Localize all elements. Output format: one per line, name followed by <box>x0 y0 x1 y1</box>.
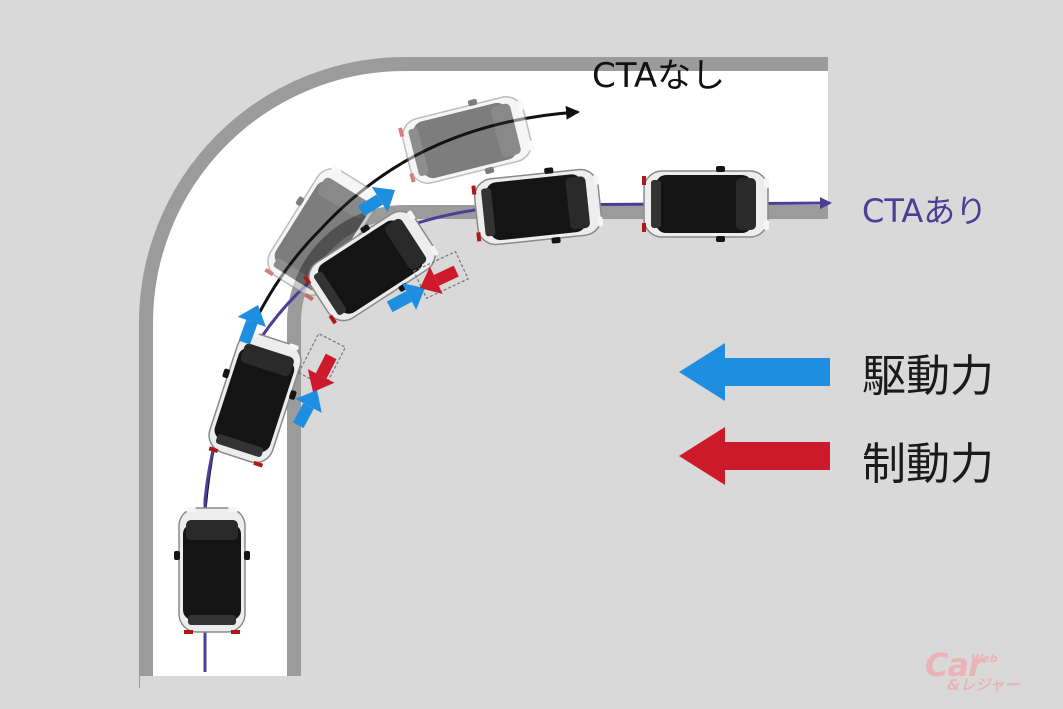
car <box>173 506 251 635</box>
cta-on-label: CTAあり <box>862 192 988 230</box>
wheel-box <box>413 250 469 300</box>
watermark-sub: &レジャー <box>947 676 1020 694</box>
watermark-main: Car <box>925 646 984 684</box>
legend-brake-arrow-icon <box>679 427 830 485</box>
cta-off-label: CTAなし <box>592 56 726 96</box>
legend-drive-force-label: 駆動力 <box>862 351 994 402</box>
legend-brake-force-label: 制動力 <box>862 439 994 490</box>
car <box>641 165 770 243</box>
brand-watermark-logo: Car Web &レジャー <box>925 646 1035 696</box>
road <box>139 40 878 709</box>
legend-drive-arrow-icon <box>679 343 830 401</box>
watermark-web: Web <box>971 652 998 665</box>
